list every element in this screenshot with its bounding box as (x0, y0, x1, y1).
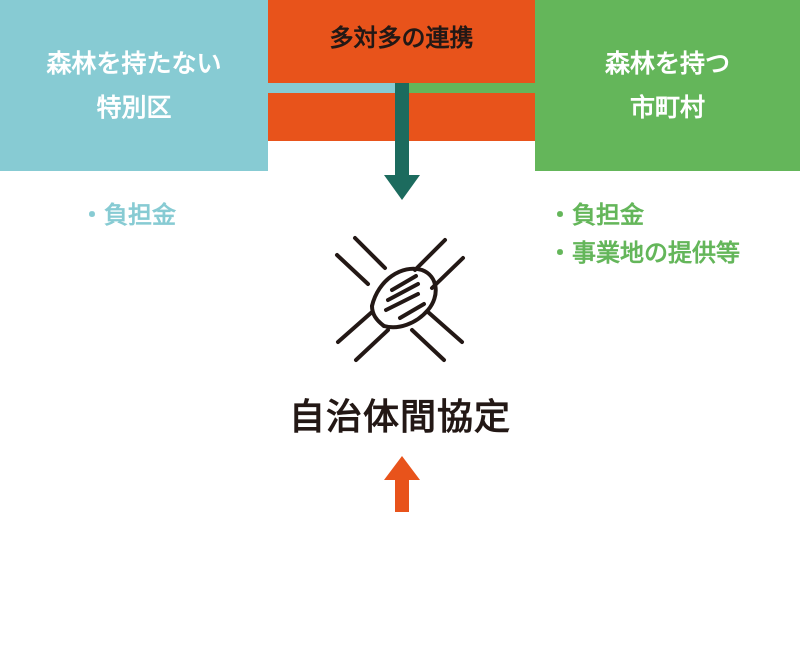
bottom-party-name: 東京都（事務局） (165, 567, 357, 595)
left-contribution-item: ・負担金 (80, 201, 176, 229)
right-contribution-item: ・負担金 (548, 201, 644, 229)
down-arrow-head (384, 175, 420, 200)
agreement-title: 自治体間協定 (288, 397, 511, 438)
up-arrow-shaft (395, 478, 409, 512)
bottom-roles: ・負担金事業の実施 ・事務局運営 (430, 541, 646, 617)
link-label: 多対多の連携 (329, 24, 474, 52)
up-arrow-head (384, 456, 420, 480)
bottom-role-item: ・負担金事業の実施 (430, 546, 646, 574)
left-contributions: ・負担金 (80, 196, 176, 234)
right-party-box: 森林を持つ 市町村 (535, 0, 800, 171)
left-party-name-line2: 特別区 (96, 92, 172, 122)
right-contribution-item: ・事業地の提供等 (548, 239, 740, 267)
handshake-icon (335, 236, 465, 362)
down-arrow-shaft (395, 83, 409, 175)
left-party-box: 森林を持たない 特別区 (0, 0, 268, 171)
bottom-role-item: ・事務局運営 (430, 584, 574, 612)
left-party-name-line1: 森林を持たない (46, 48, 222, 78)
right-party-name-line2: 市町村 (629, 92, 705, 122)
right-party-name-line1: 森林を持つ (604, 48, 730, 78)
right-contributions: ・負担金 ・事業地の提供等 (548, 196, 740, 272)
